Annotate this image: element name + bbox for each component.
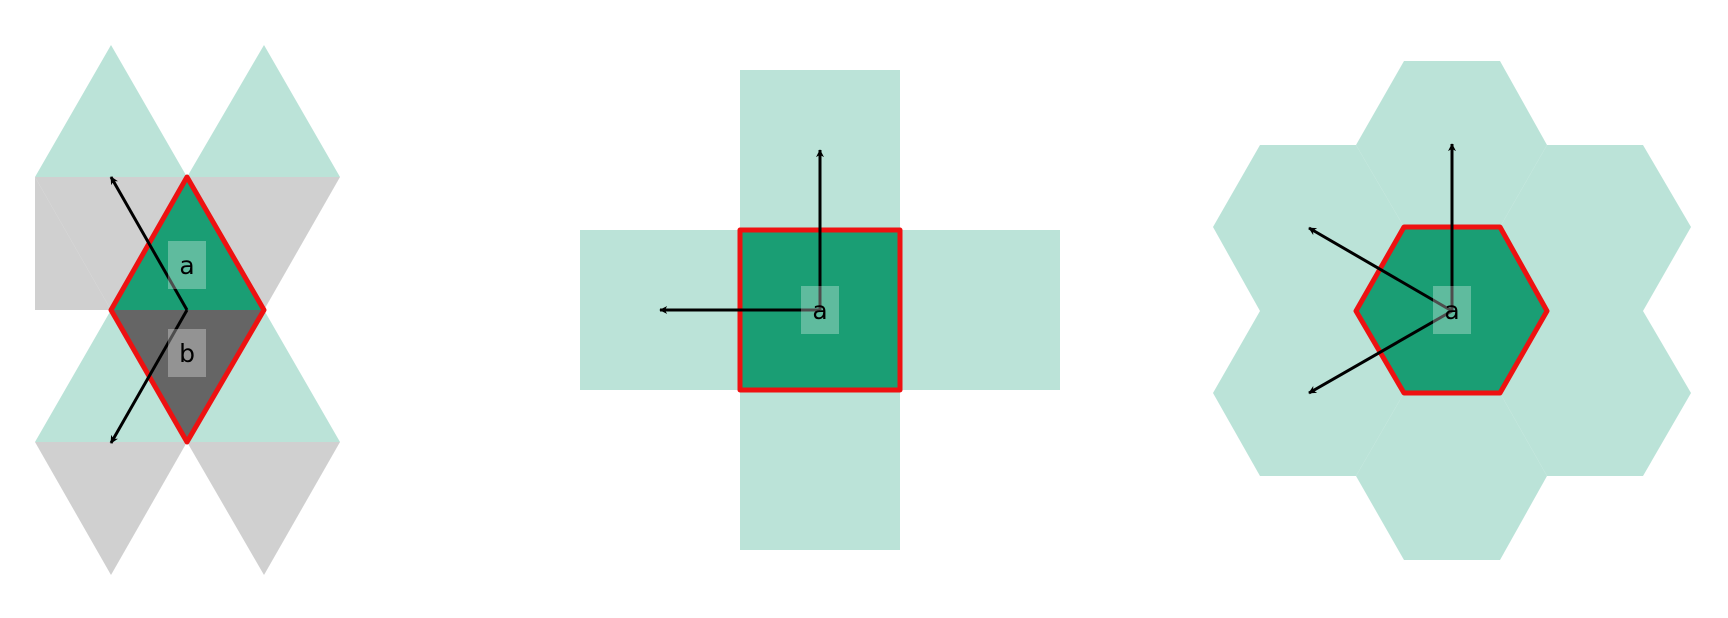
neighbor-triangle (187, 310, 340, 442)
cell-label-text: a (179, 251, 194, 280)
cell-label-text: b (179, 339, 195, 368)
hexagonal-tiling-panel: a (1213, 61, 1691, 560)
triangular-tiling-panel: a b (35, 45, 340, 575)
neighbor-triangle (187, 442, 340, 575)
neighbor-square (740, 390, 900, 550)
cell-label-text: a (812, 296, 827, 325)
neighbor-hexagon (1356, 393, 1547, 560)
label-box (1433, 286, 1471, 334)
neighbor-hexagon (1500, 145, 1691, 311)
neighbor-triangle (35, 45, 187, 177)
square-tiling-panel: a (580, 70, 1060, 550)
lattice-vector-arrow (109, 309, 189, 444)
hexagon-neighbors (1213, 61, 1691, 560)
neighbor-triangle (35, 310, 187, 442)
neighbor-square (900, 230, 1060, 390)
neighbor-hexagon (1213, 311, 1404, 476)
triangle-neighbors (35, 45, 340, 575)
neighbor-triangle (35, 177, 187, 310)
cell-label-a: a (168, 241, 206, 289)
cell-b-triangle (111, 310, 264, 442)
neighbor-triangle (35, 442, 187, 575)
cell-a-triangle (111, 177, 264, 310)
lattice-vector-arrow (109, 176, 189, 311)
cell-label-a: a (1433, 286, 1471, 334)
cell-label-a: a (801, 286, 839, 334)
cell-label-text: a (1444, 296, 1459, 325)
lattice-vector-arrow (1308, 309, 1453, 395)
lattice-vector-arrow (1308, 226, 1453, 313)
label-box (168, 241, 206, 289)
unit-cell-outline (1353, 224, 1550, 396)
neighbor-triangle (35, 177, 111, 310)
label-box (801, 286, 839, 334)
neighbor-triangle (187, 45, 340, 177)
label-box (168, 329, 206, 377)
unit-cell-outline (108, 174, 267, 445)
cell-label-b: b (168, 329, 206, 377)
neighbor-triangle (187, 177, 340, 310)
neighbor-hexagon (1500, 311, 1691, 476)
